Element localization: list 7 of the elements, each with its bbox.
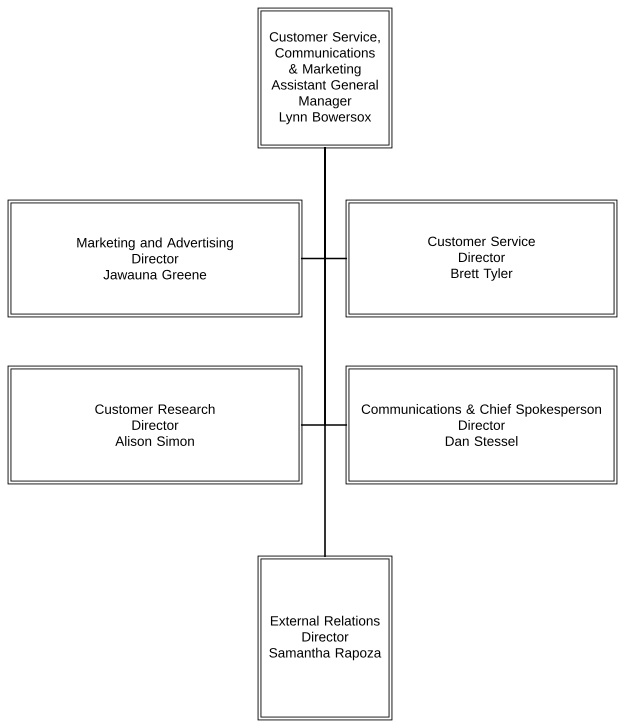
org-box: Customer Service, Communications & Marketing Assistant General Manager Lynn Bowersox (258, 8, 392, 148)
org-box: Customer Research Director Alison Simon (8, 366, 302, 484)
org-box: Customer Service Director Brett Tyler (346, 200, 618, 318)
org-box: External Relations Director Samantha Rapoza (258, 556, 392, 720)
org-box: Communications & Chief Spokesperson Director Dan Stessel (346, 366, 618, 484)
connector-line (324, 146, 326, 558)
org-box: Marketing and Advertising Director Jawauna Greene (8, 200, 302, 318)
